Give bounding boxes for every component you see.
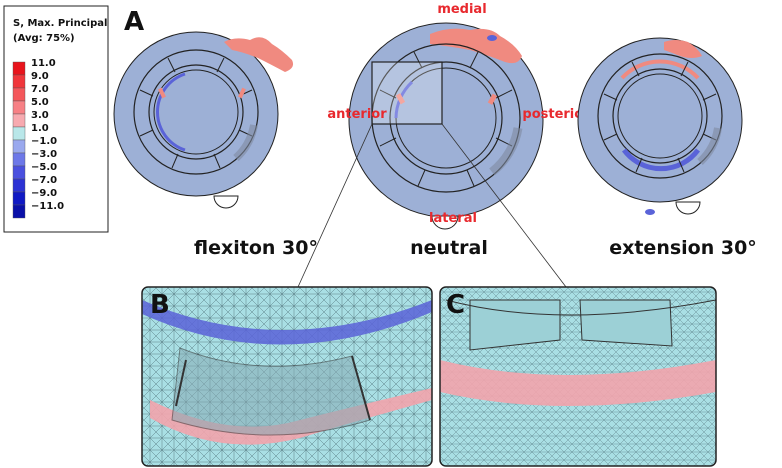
label-posterior: posterior xyxy=(522,107,590,122)
label-medial: medial xyxy=(437,2,486,17)
legend-label: 9.0 xyxy=(31,71,49,82)
legend-label: −5.0 xyxy=(31,162,57,173)
disc-notch xyxy=(675,201,701,215)
panel-c-closeup: C xyxy=(439,286,717,467)
inner-ring xyxy=(389,61,503,175)
inner-ring xyxy=(148,64,244,160)
legend-swatch xyxy=(12,126,26,141)
panel-b-closeup: B xyxy=(141,286,433,467)
legend-swatch xyxy=(12,61,26,76)
legend-swatch xyxy=(12,165,26,180)
legend-label: 11.0 xyxy=(31,58,56,69)
legend-swatch xyxy=(12,100,26,115)
legend-title: S, Max. Principal xyxy=(13,18,107,29)
panel-letter-b: B xyxy=(150,290,170,320)
label-lateral: lateral xyxy=(429,211,477,226)
disc-notch xyxy=(431,215,459,230)
core-ring xyxy=(153,69,239,155)
ring-segments xyxy=(139,57,253,169)
legend-swatch xyxy=(12,204,26,219)
stress-region-red xyxy=(224,37,294,72)
caption-extension: extension 30° xyxy=(609,237,757,259)
inner-ring xyxy=(612,68,708,164)
legend-label: 5.0 xyxy=(31,97,49,108)
zoom-connector-right xyxy=(441,123,567,288)
stress-region-blue xyxy=(155,72,186,152)
legend-label: −3.0 xyxy=(31,149,57,160)
disc-extension xyxy=(577,37,743,215)
stress-region-red xyxy=(430,28,522,64)
panel-c-frame xyxy=(439,286,717,467)
legend-swatch xyxy=(12,191,26,206)
panel-b-frame xyxy=(141,286,433,467)
legend-label: 1.0 xyxy=(31,123,49,134)
core-ring xyxy=(617,73,703,159)
color-legend: S, Max. Principal (Avg: 75%) 11.0 9.0 7.0 5… xyxy=(3,5,109,233)
panel-letter-a: A xyxy=(124,7,144,37)
caption-flexion: flexiton 30° xyxy=(194,237,318,259)
legend-label: −11.0 xyxy=(31,201,64,212)
caption-neutral: neutral xyxy=(410,237,488,259)
legend-swatch xyxy=(12,87,26,102)
legend-scale: 11.0 9.0 7.0 5.0 3.0 1.0 −1.0 −3.0 −5.0 −7.0 −9.0 −… xyxy=(12,58,64,219)
ring-segments xyxy=(379,51,513,187)
legend-swatch xyxy=(12,178,26,193)
legend-swatch xyxy=(12,74,26,89)
legend-swatch xyxy=(12,139,26,154)
legend-swatch xyxy=(12,152,26,167)
outer-ring xyxy=(597,53,723,179)
stress-region-red-rim xyxy=(620,59,700,80)
legend-label: 3.0 xyxy=(31,110,49,121)
disc-notch xyxy=(213,195,239,209)
ring-segments xyxy=(603,61,717,173)
disc-neutral xyxy=(348,22,544,230)
stress-region-red xyxy=(664,40,702,58)
zoom-connector-left xyxy=(297,123,373,288)
label-anterior: anterior xyxy=(327,107,387,122)
stress-region-blue xyxy=(621,148,701,172)
panel-letter-c: C xyxy=(446,290,465,320)
zoom-box xyxy=(371,61,443,125)
legend-label: −1.0 xyxy=(31,136,57,147)
outer-ring xyxy=(133,49,259,175)
legend-label: −7.0 xyxy=(31,175,57,186)
legend-swatch xyxy=(12,113,26,128)
disc-flexion xyxy=(113,31,294,209)
legend-label: 7.0 xyxy=(31,84,49,95)
legend-label: −9.0 xyxy=(31,188,57,199)
legend-subtitle: (Avg: 75%) xyxy=(13,33,75,44)
